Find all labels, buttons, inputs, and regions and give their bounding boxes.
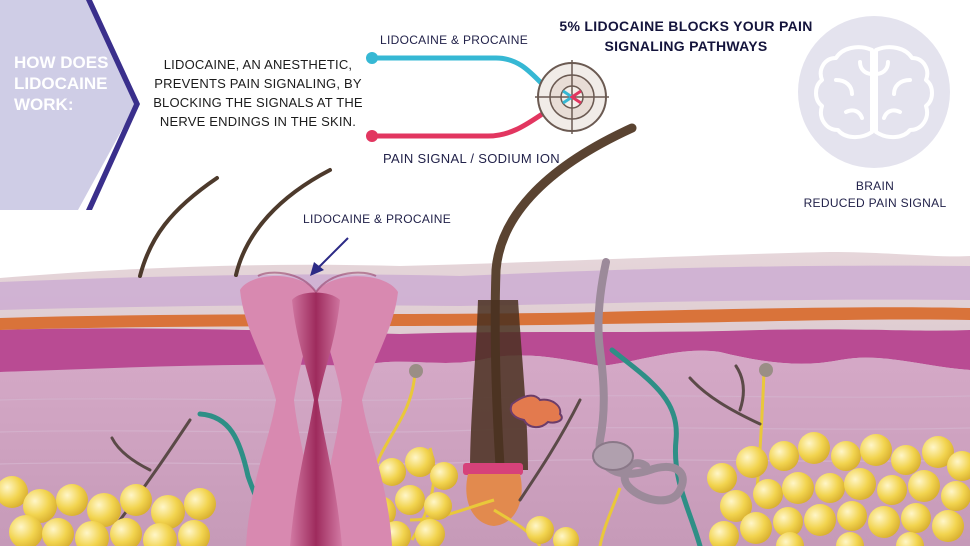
signal-pathway	[366, 16, 950, 168]
brain-label: BRAIN	[855, 179, 895, 193]
channel-label: LIDOCAINE & PROCAINE	[303, 212, 452, 226]
follicle-ring	[463, 463, 523, 475]
blood-vessel	[609, 347, 703, 546]
surface-hair	[234, 168, 332, 277]
explanation-text: LIDOCAINE, AN ANESTHETIC, PREVENTS PAIN …	[153, 57, 363, 129]
coiled-receptor	[594, 258, 687, 505]
brain-icon	[814, 45, 934, 139]
pain-signal-label: PAIN SIGNAL / SODIUM ION	[383, 151, 560, 166]
headline: 5% LIDOCAINE BLOCKS YOUR PAIN SIGNALING …	[559, 18, 813, 54]
coiled-receptor-bulb	[592, 441, 634, 471]
channel-pore	[290, 292, 342, 546]
channel-right-subunit	[316, 276, 398, 546]
surface-hair	[138, 176, 219, 278]
ion-channel-icon	[240, 271, 398, 546]
channel-left-subunit	[240, 276, 318, 546]
fat-tissue	[0, 432, 970, 546]
brain-sublabel: REDUCED PAIN SIGNAL	[803, 196, 947, 210]
crosshair-icon	[535, 60, 609, 134]
brain-caption: BRAIN REDUCED PAIN SIGNAL	[796, 178, 954, 212]
pain-signal-line-start	[366, 130, 378, 142]
lidocaine-line-start	[366, 52, 378, 64]
hair-follicle	[470, 300, 528, 470]
nerve-ending	[409, 364, 423, 378]
lidocaine-label: LIDOCAINE & PROCAINE	[380, 33, 529, 47]
melanocyte-cell	[509, 394, 563, 428]
question-title: HOW DOES LIDOCAINE WORK:	[14, 53, 109, 114]
dark-nerve	[110, 364, 762, 522]
channel-outline	[257, 271, 377, 294]
arrow-down-icon	[310, 237, 349, 276]
question-badge	[0, 0, 136, 210]
nerve-ending	[759, 363, 773, 377]
skin-cross-section	[0, 123, 970, 546]
